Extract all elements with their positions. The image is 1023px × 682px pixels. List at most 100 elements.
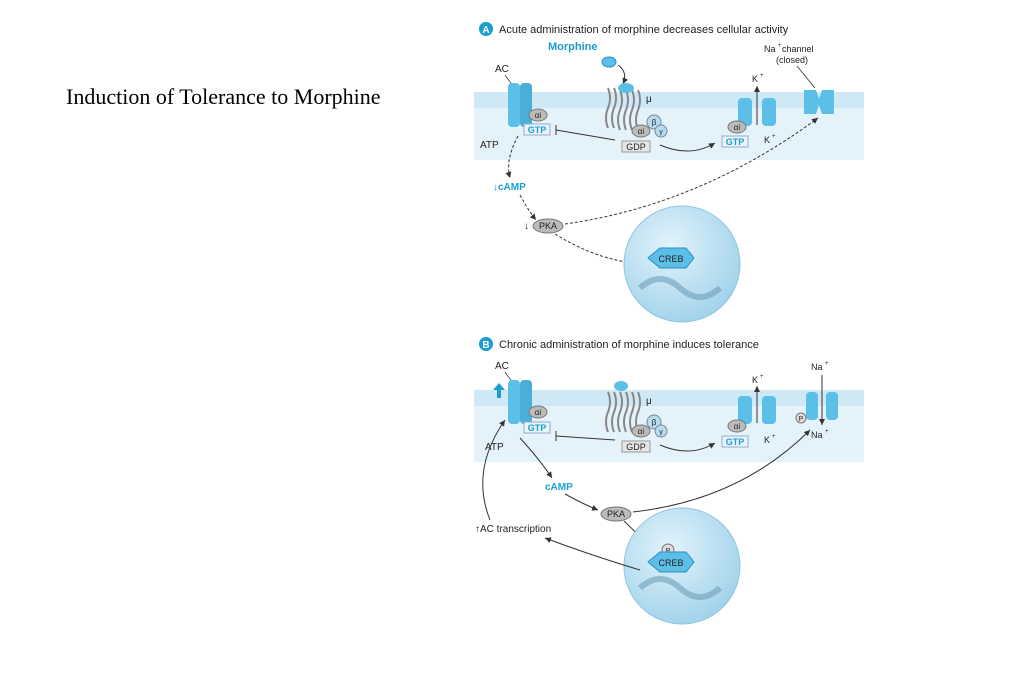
ac-increase-icon	[493, 383, 505, 398]
panel-a-k-top: K	[752, 74, 758, 84]
panel-b-alpha-ac	[528, 405, 548, 419]
panel-b-k-channel-right	[762, 396, 776, 424]
panel-a-na-sup: +	[778, 43, 782, 49]
panel-b-dna	[637, 576, 723, 600]
panel-b-na-channel-right	[826, 392, 838, 420]
panel-b-gdp: GDP	[626, 442, 646, 452]
panel-b-gdp-box	[621, 440, 651, 453]
panel-a-atp: ATP	[480, 140, 499, 151]
panel-a-k-channel-left	[738, 98, 752, 126]
panel-a-gtp-k: GTP	[726, 137, 745, 147]
panel-b-pka-label: PKA	[607, 509, 625, 519]
panel-b-na-phospho	[795, 412, 807, 424]
panel-a-mu-receptor	[605, 87, 641, 131]
panel-a-k-top-sup: +	[760, 73, 764, 79]
panel-b-creb	[647, 551, 695, 573]
panel-b-atp-to-camp	[519, 437, 553, 479]
panel-b-mu-receptor	[605, 391, 641, 433]
panel-a-k-bottom-sup: +	[772, 134, 776, 140]
panel-b-badge: B	[482, 340, 489, 351]
panel-b-inhibit-line	[555, 435, 616, 441]
panel-a-k-channel-right	[762, 98, 776, 126]
panel-b-alpha-g	[631, 424, 651, 438]
panel-b-mu: μ	[646, 396, 652, 407]
panel-b-ac-label: AC	[495, 361, 509, 372]
panel-a-inhibit-line	[555, 129, 616, 141]
panel-b-morphine	[614, 381, 628, 391]
panel-b-camp-to-pka	[564, 493, 599, 511]
panel-b-k-bottom: K	[764, 435, 770, 445]
panel-a-gdp: GDP	[626, 142, 646, 152]
panel-a-gamma	[654, 124, 668, 138]
panel-b-creb-to-transcription	[544, 537, 641, 571]
panel-a-camp: ↓cAMP	[493, 182, 526, 193]
panel-b-g-to-k-arrow	[659, 442, 716, 452]
panel-b-atp: ATP	[485, 442, 504, 453]
panel-a-ac-protein	[508, 83, 520, 127]
panel-a-pka-arrow: ↓	[524, 221, 529, 232]
panel-a-na-channel-right	[818, 90, 834, 114]
panel-b-alpha-g-label: αi	[638, 427, 645, 436]
panel-b-k-channel-left	[738, 396, 752, 424]
panel-b-k-top-sup: +	[760, 374, 764, 380]
panel-a: A Acute administration of morphine decre…	[474, 22, 864, 323]
panel-a-gdp-box	[621, 140, 651, 153]
panel-b-beta-label: β	[652, 418, 657, 427]
panel-b-beta	[646, 414, 662, 430]
panel-b-alpha-k-label: αi	[734, 422, 741, 431]
panel-b-k-top: K	[752, 375, 758, 385]
panel-a-badge-circle	[479, 22, 493, 36]
panel-b-gtp-ac: GTP	[528, 423, 547, 433]
panel-b-alpha-k	[727, 419, 747, 433]
panel-a-alpha-ac-label: αi	[535, 111, 542, 120]
panel-a-camp-to-pka	[519, 194, 537, 221]
panel-b-camp: cAMP	[545, 482, 573, 493]
panel-a-gtp-ac: GTP	[528, 125, 547, 135]
panel-a-pka-to-na	[564, 117, 819, 225]
panel-b-ac-transcription: ↑AC transcription	[475, 524, 551, 535]
panel-a-alpha-k	[727, 120, 747, 134]
panel-a-dna	[637, 276, 723, 300]
panel-b-gamma-label: γ	[659, 429, 663, 436]
morphine-molecule	[601, 56, 617, 68]
panel-b-gtp-k: GTP	[726, 437, 745, 447]
panel-a-heading: Acute administration of morphine decreas…	[499, 24, 789, 36]
panel-a-gtp-k-box	[721, 135, 749, 148]
panel-a-ac-protein-2	[520, 83, 532, 127]
panel-a-alpha-ac	[528, 108, 548, 122]
panel-a-atp-to-camp	[505, 135, 519, 179]
panel-a-pka	[532, 218, 564, 234]
panel-b-gamma	[654, 424, 668, 438]
panel-a-creb-label: CREB	[658, 254, 683, 264]
panel-a-alpha-k-label: αi	[734, 123, 741, 132]
morphine-label: Morphine	[548, 41, 598, 53]
panel-a-na-closed-label: (closed)	[776, 55, 808, 65]
panel-a-alpha-g-label: αi	[638, 127, 645, 136]
panel-b-ac-protein	[508, 380, 520, 424]
panel-a-g-to-k-arrow	[659, 142, 716, 152]
slide-title: Induction of Tolerance to Morphine	[66, 84, 381, 109]
panel-a-mu: μ	[646, 94, 652, 105]
panel-a-na-label: Na	[764, 44, 776, 54]
panel-a-na-channel-label: channel	[782, 44, 814, 54]
panel-a-na-channel-left	[804, 90, 820, 114]
panel-a-bound-morphine	[618, 83, 634, 93]
panel-a-beta-label: β	[652, 118, 657, 127]
panel-b-na-phospho-label: P	[799, 416, 804, 423]
panel-b-na-top-sup: +	[825, 361, 829, 367]
panel-b-k-bottom-sup: +	[772, 434, 776, 440]
panel-b-creb-label: CREB	[658, 558, 683, 568]
morphine-arrow	[617, 64, 629, 85]
panel-b-na-bottom-sup: +	[825, 429, 829, 435]
panel-b-transcription-to-ac	[482, 419, 506, 521]
panel-b-na-channel-left	[806, 392, 818, 420]
panel-b-pka	[600, 506, 632, 522]
panel-b: B Chronic administration of morphine ind…	[474, 337, 864, 625]
panel-b-gtp-k-box	[721, 435, 749, 448]
panel-b-heading: Chronic administration of morphine induc…	[499, 339, 759, 351]
panel-a-k-bottom: K	[764, 135, 770, 145]
panel-a-pka-label: PKA	[539, 221, 557, 231]
panel-a-gamma-label: γ	[659, 129, 663, 136]
panel-a-gtp-ac-box	[523, 123, 551, 136]
